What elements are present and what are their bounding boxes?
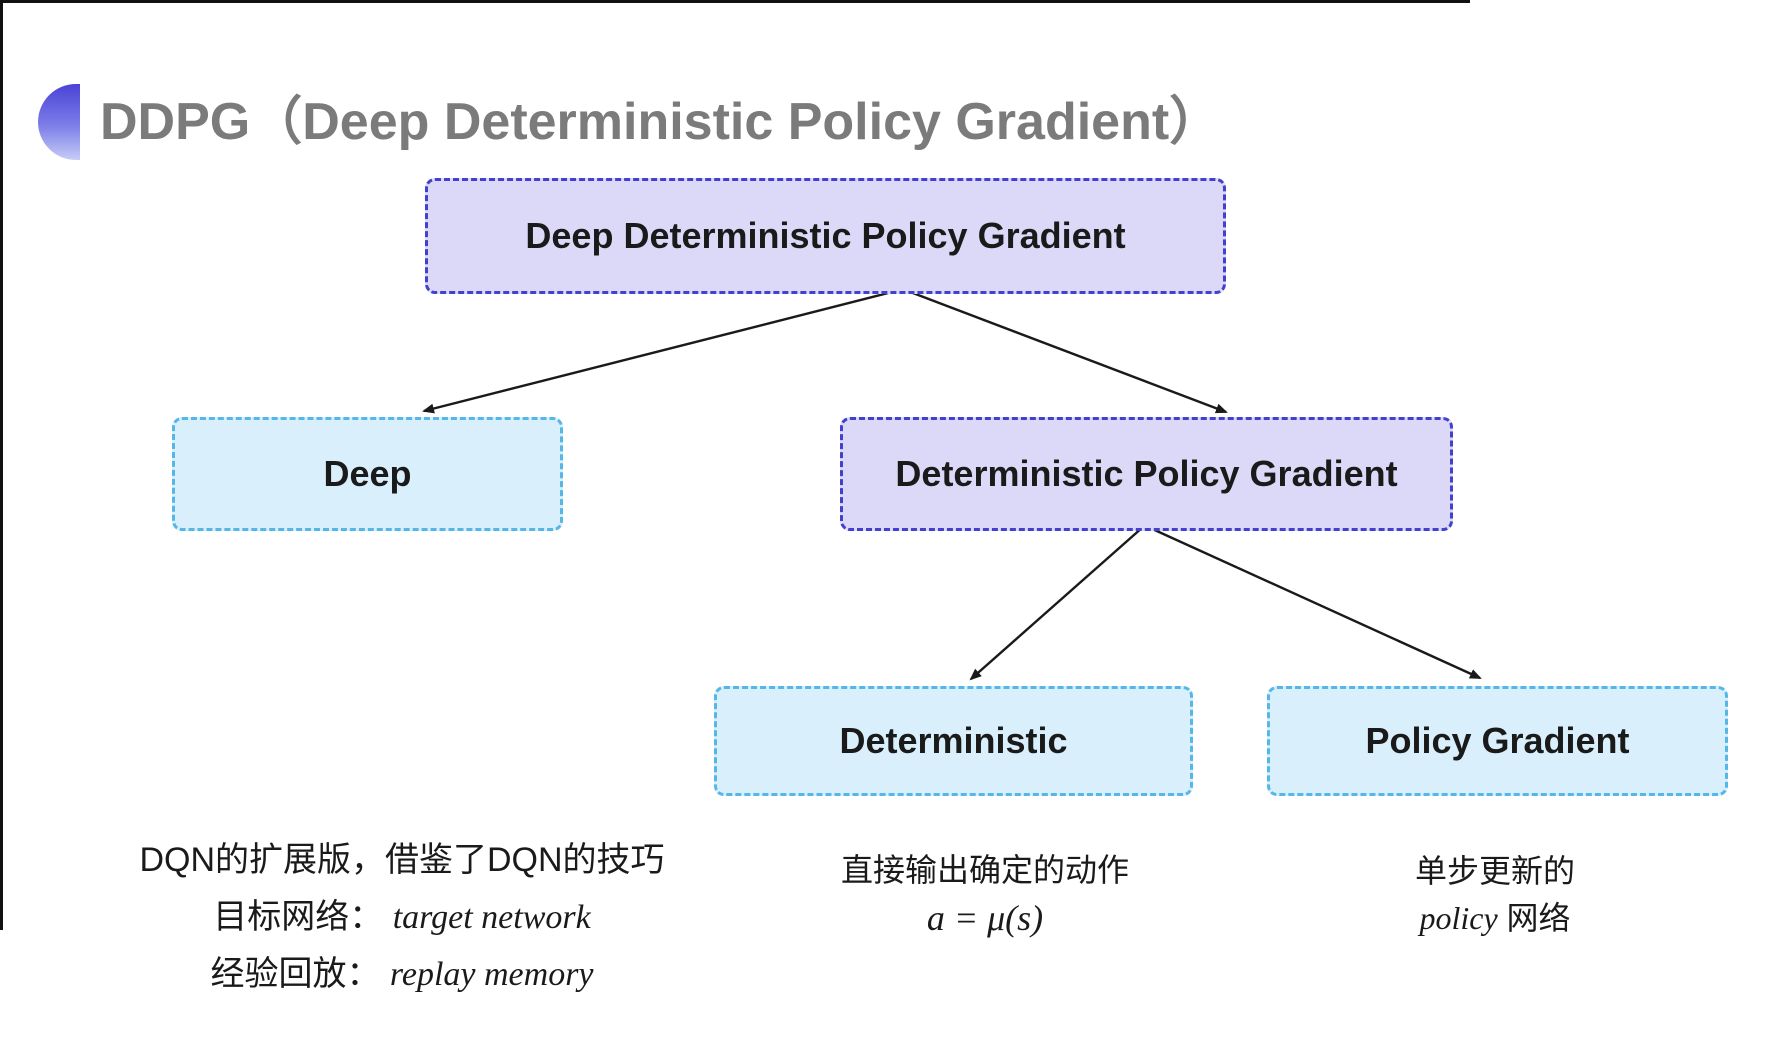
deterministic-annotation-block: 直接输出确定的动作 a = μ(s) (700, 846, 1270, 942)
node-label: Deterministic (839, 720, 1068, 761)
slide-frame-top-line (0, 0, 1470, 3)
policy-gradient-annotation-line2: policy 网络 (1270, 895, 1720, 942)
arrow-root-to-dpg (904, 288, 1228, 414)
node-label: Policy Gradient (1365, 720, 1630, 761)
deterministic-formula: a = μ(s) (926, 898, 1044, 938)
node-deep: Deep (172, 417, 563, 531)
node-deterministic: Deterministic (714, 686, 1193, 796)
node-policy-gradient: Policy Gradient (1267, 686, 1728, 796)
target-network-label-en: target network (392, 899, 591, 936)
node-label: Deep Deterministic Policy Gradient (525, 215, 1126, 256)
deep-annotation-line2: 目标网络： target network (102, 889, 702, 946)
arrow-dpg-to-policy-gradient (1147, 525, 1482, 680)
node-deterministic-policy-gradient: Deterministic Policy Gradient (840, 417, 1453, 531)
node-deep-deterministic-policy-gradient: Deep Deterministic Policy Gradient (425, 178, 1226, 294)
policy-gradient-annotation-block: 单步更新的 policy 网络 (1270, 848, 1720, 942)
deterministic-annotation-line1: 直接输出确定的动作 (840, 852, 1129, 888)
slide-frame-left-line (0, 0, 3, 930)
policy-label-zh: 网络 (1497, 900, 1571, 936)
deep-annotation-block: DQN的扩展版，借鉴了DQN的技巧 目标网络： target network 经… (102, 832, 702, 1003)
deep-annotation-line1: DQN的扩展版，借鉴了DQN的技巧 (139, 841, 665, 879)
node-label: Deterministic Policy Gradient (895, 453, 1398, 494)
arrow-root-to-deep (422, 288, 901, 414)
title-bullet-icon (38, 84, 80, 160)
arrow-dpg-to-deterministic (969, 526, 1144, 681)
target-network-label-zh: 目标网络： (213, 898, 384, 936)
node-label: Deep (323, 453, 412, 494)
page-title: DDPG（Deep Deterministic Policy Gradient） (100, 92, 1222, 151)
policy-gradient-annotation-line1: 单步更新的 (1414, 853, 1575, 889)
replay-memory-label-zh: 经验回放： (210, 955, 381, 993)
replay-memory-label-en: replay memory (389, 956, 594, 993)
deep-annotation-line3: 经验回放： replay memory (102, 946, 702, 1003)
policy-label-en: policy (1419, 900, 1498, 936)
